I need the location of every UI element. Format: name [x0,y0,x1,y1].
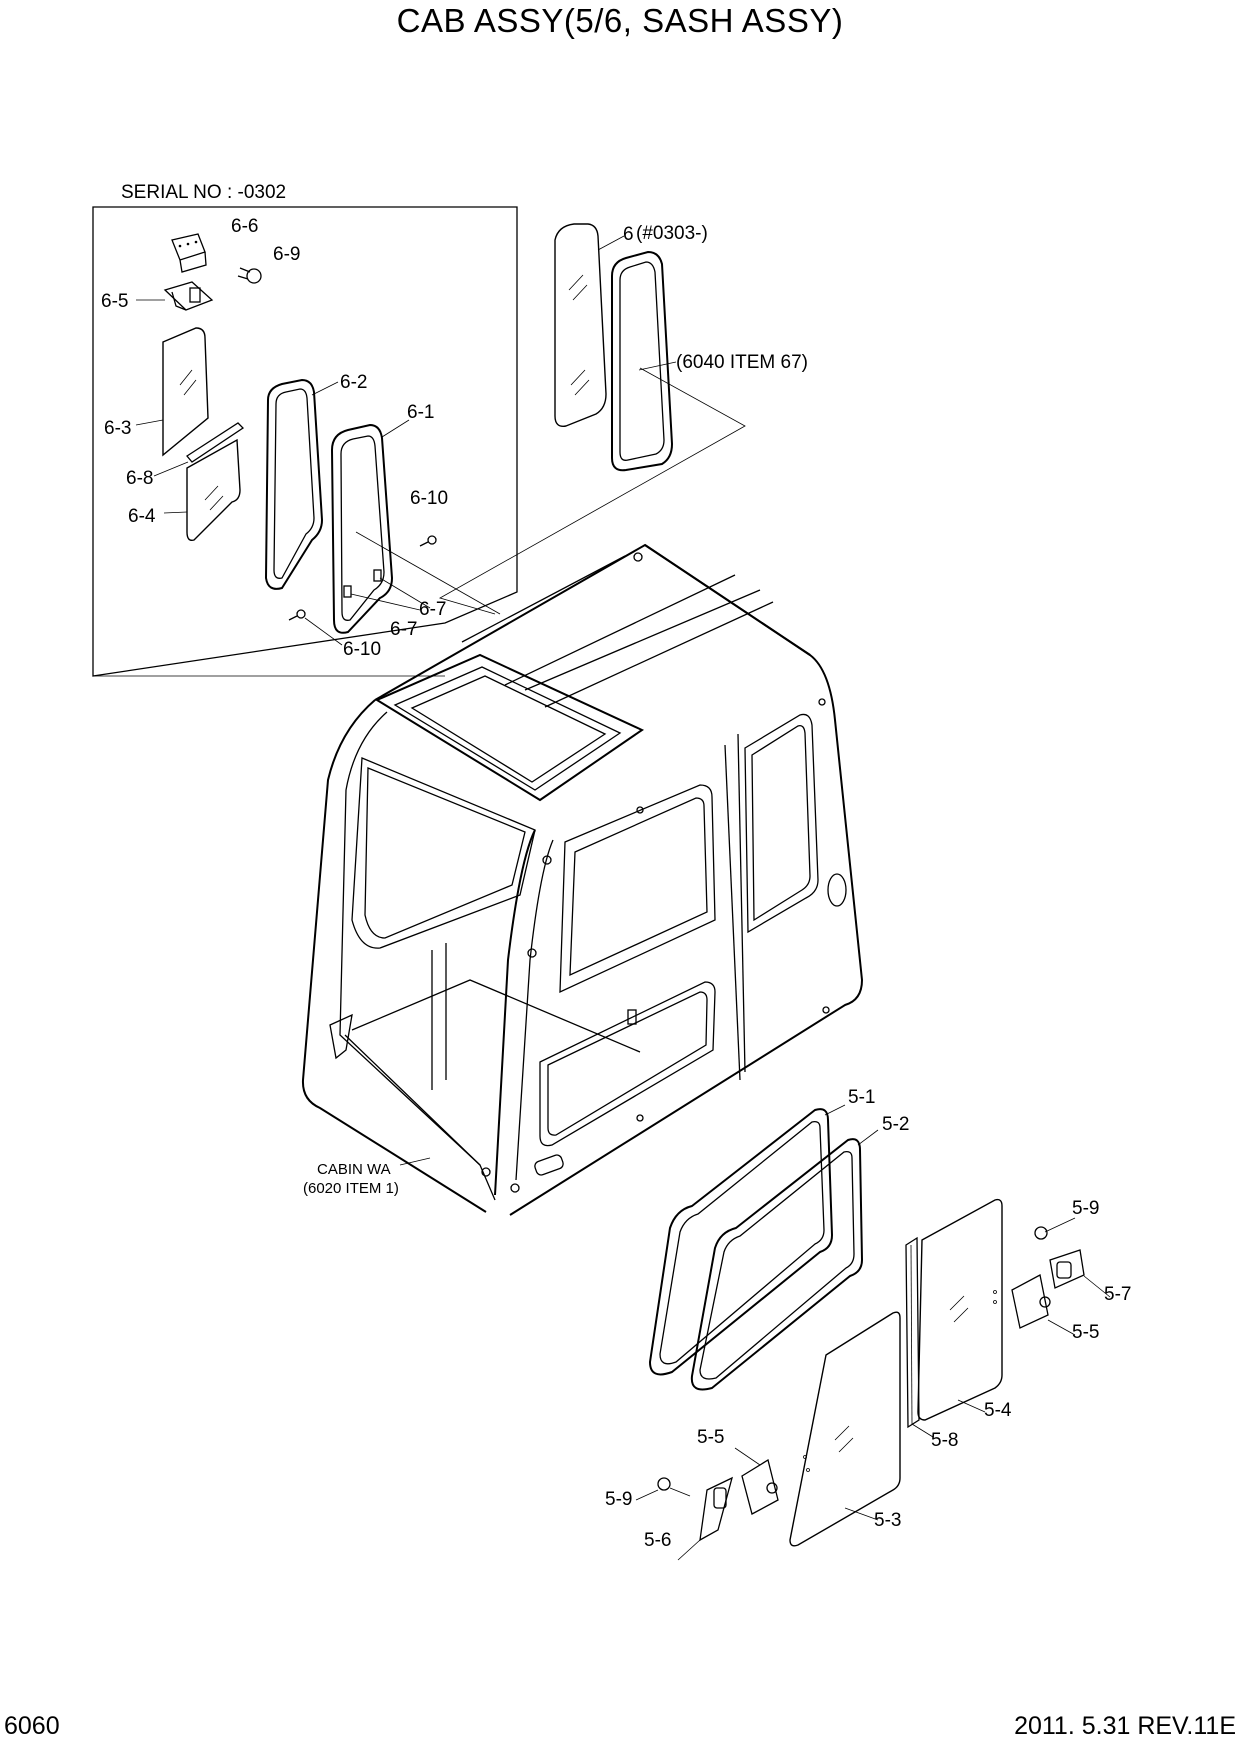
callout-6-6: 6-6 [231,216,258,237]
callout-5-2: 5-2 [882,1114,909,1135]
cabin-weldment [301,543,864,1216]
part-6-6-bracket [171,233,207,273]
serial-note: SERIAL NO : -0302 [121,182,287,203]
part-5-4-glass [917,1198,1003,1421]
inset-box [92,206,518,677]
callout-6: 6 [623,224,634,245]
callout-5-7: 5-7 [1104,1284,1131,1305]
callout-6-1: 6-1 [407,402,434,423]
part-5-7-plate [1049,1249,1111,1298]
page-number: 6060 [4,1712,60,1740]
callout-6-10-a: 6-10 [410,488,448,509]
part-6-3-glass [135,327,209,457]
part-6-5-hinge [136,281,214,311]
callout-5-9-a: 5-9 [1072,1198,1099,1219]
part-6-4-glass [163,438,241,542]
revision-date: 2011. 5.31 REV.11E [1014,1712,1236,1740]
callout-5-1: 5-1 [848,1087,875,1108]
callout-5-8: 5-8 [931,1430,958,1451]
callout-cabin-ref: (6020 ITEM 1) [303,1180,399,1197]
callout-6-2: 6-2 [340,372,367,393]
callout-6-3: 6-3 [104,418,131,439]
part-6-10-screw-a [419,535,437,547]
callout-5-9-b: 5-9 [605,1489,632,1510]
callout-6-7-b: 6-7 [390,619,417,640]
callout-6-5: 6-5 [101,291,128,312]
callout-6040-item-67: (6040 ITEM 67) [676,352,808,373]
callout-6-8: 6-8 [126,468,153,489]
part-6-9-pin [237,267,262,284]
part-6-glass [554,223,625,427]
callout-6-7-a: 6-7 [419,599,446,620]
part-5-6-plate [677,1476,733,1561]
part-5-8-rail [905,1236,934,1438]
part-5-9-pin-a [1034,1217,1076,1240]
part-6-1-sash [330,419,410,634]
callout-6-9: 6-9 [273,244,300,265]
part-5-2-seal [690,1129,879,1391]
part-6-8-rail [153,422,245,477]
page-title: CAB ASSY(5/6, SASH ASSY) [396,2,844,39]
callout-6-serial-ref: (#0303-) [636,223,708,244]
part-5-3-glass [789,1311,901,1547]
callout-5-6: 5-6 [644,1530,671,1551]
callout-5-5-a: 5-5 [1072,1322,1099,1343]
part-6040-item67-seal [611,250,677,472]
part-5-9-pin-b [635,1477,691,1501]
callout-cabin-wa: CABIN WA [317,1161,391,1178]
callout-5-4: 5-4 [984,1400,1012,1421]
part-5-5-hinge-a [1011,1274,1076,1336]
part-6-10-screw-b [288,609,306,621]
callout-6-10-b: 6-10 [343,639,381,660]
part-5-5-hinge-b [734,1447,779,1515]
callout-5-5-b: 5-5 [697,1427,724,1448]
part-6-2-seal [264,378,339,590]
callout-6-4: 6-4 [128,506,156,527]
part-5-1-seal [648,1104,846,1376]
callout-5-3: 5-3 [874,1510,901,1531]
